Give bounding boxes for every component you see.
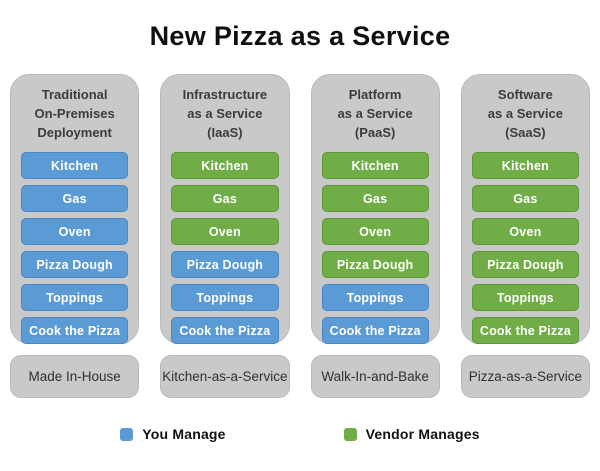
vendor-manages-swatch: [343, 427, 357, 441]
you-manage-swatch: [120, 427, 134, 441]
service-item-box: Kitchen: [321, 152, 429, 179]
panel-header-line: as a Service: [337, 106, 413, 121]
analogy-labels-row: Made In-House Kitchen-as-a-Service Walk-In…: [10, 355, 590, 398]
panel-header-line: Traditional: [41, 87, 108, 102]
service-item-box: Cook the Pizza: [471, 317, 579, 344]
service-item-box: Oven: [171, 218, 279, 245]
service-item-box: Oven: [321, 218, 429, 245]
service-item-box: Kitchen: [21, 152, 129, 179]
panel-header-line: (PaaS): [354, 125, 396, 140]
panel-header-line: Deployment: [37, 125, 112, 140]
analogy-label: Made In-House: [10, 355, 140, 398]
service-item-box: Cook the Pizza: [21, 317, 129, 344]
service-item-box: Toppings: [471, 284, 579, 311]
panel-header-line: as a Service: [187, 106, 263, 121]
page-title: New Pizza as a Service: [149, 21, 451, 51]
service-item-box: Oven: [471, 218, 579, 245]
service-item-box: Pizza Dough: [171, 251, 279, 278]
panel-header: Platform as a Service (PaaS): [322, 85, 429, 143]
panel-header-line: as a Service: [487, 106, 563, 121]
service-item-box: Oven: [21, 218, 129, 245]
analogy-label: Kitchen-as-a-Service: [160, 355, 290, 398]
legend-label: You Manage: [142, 426, 226, 442]
legend-label: Vendor Manages: [365, 426, 480, 442]
analogy-label: Walk-In-and-Bake: [310, 355, 440, 398]
panel-header-line: Platform: [348, 87, 402, 102]
panel-header-line: On-Premises: [34, 106, 115, 121]
service-item-box: Cook the Pizza: [321, 317, 429, 344]
panel-header-line: Infrastructure: [182, 87, 268, 102]
panel-header-line: (SaaS): [505, 125, 546, 140]
service-item-box: Pizza Dough: [321, 251, 429, 278]
panel-header-line: (IaaS): [207, 125, 243, 140]
panel-header: Infrastructure as a Service (IaaS): [171, 85, 278, 143]
analogy-label: Pizza-as-a-Service: [460, 355, 590, 398]
service-item-box: Gas: [21, 185, 129, 212]
service-item-box: Kitchen: [471, 152, 579, 179]
legend-item: Vendor Manages: [343, 426, 480, 442]
panel-header-line: Software: [497, 87, 553, 102]
legend-item: You Manage: [120, 426, 225, 442]
service-item-box: Toppings: [21, 284, 129, 311]
legend: You Manage Vendor Manages: [0, 426, 600, 442]
service-item-box: Pizza Dough: [471, 251, 579, 278]
service-item-box: Gas: [321, 185, 429, 212]
service-item-box: Toppings: [321, 284, 429, 311]
service-item-box: Pizza Dough: [21, 251, 129, 278]
panel-header: Software as a Service (SaaS): [472, 85, 579, 143]
service-item-box: Gas: [471, 185, 579, 212]
service-item-box: Gas: [171, 185, 279, 212]
service-item-box: Kitchen: [171, 152, 279, 179]
service-item-box: Toppings: [171, 284, 279, 311]
service-item-box: Cook the Pizza: [171, 317, 279, 344]
